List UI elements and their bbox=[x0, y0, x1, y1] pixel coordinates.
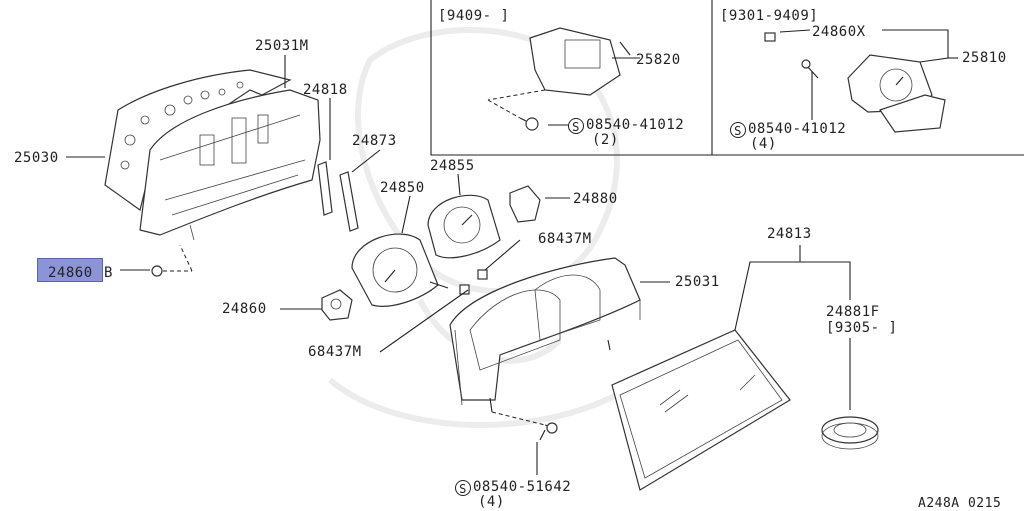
label-24860X[interactable]: 24860X bbox=[812, 24, 866, 40]
label-68437M-bottom[interactable]: 68437M bbox=[308, 344, 362, 360]
label-24881F-range: [9305- ] bbox=[826, 320, 898, 336]
screw-symbol: S bbox=[455, 480, 471, 496]
screw-08540-51642[interactable] bbox=[539, 422, 558, 441]
label-24860B[interactable]: 24860 bbox=[48, 265, 93, 281]
label-24881F[interactable]: 24881F bbox=[826, 304, 880, 320]
clock-25810[interactable] bbox=[764, 32, 946, 133]
label-25820[interactable]: 25820 bbox=[636, 52, 681, 68]
screw-far-number: 08540-41012 bbox=[748, 121, 847, 137]
label-24860B-group[interactable]: 24860 B bbox=[37, 258, 113, 282]
sensor-24860[interactable] bbox=[321, 289, 353, 321]
tachometer-24855[interactable] bbox=[427, 194, 501, 259]
label-24873[interactable]: 24873 bbox=[352, 133, 397, 149]
label-24860B-suffix: B bbox=[104, 265, 113, 281]
lens-68437M[interactable] bbox=[459, 269, 488, 295]
label-25031M[interactable]: 25031M bbox=[255, 38, 309, 54]
screw-right-number: 08540-41012 bbox=[586, 117, 685, 133]
label-25030[interactable]: 25030 bbox=[14, 150, 59, 166]
printed-circuit-25031M[interactable] bbox=[139, 89, 321, 241]
leader-lines bbox=[66, 29, 958, 475]
label-screw-far-qty: (4) bbox=[750, 136, 777, 152]
label-68437M-top[interactable]: 68437M bbox=[538, 231, 592, 247]
gauge-24880[interactable] bbox=[509, 185, 541, 223]
ring-24881F[interactable] bbox=[821, 416, 879, 450]
label-screw-right-qty: (2) bbox=[592, 132, 619, 148]
figure-code: A248A 0215 bbox=[918, 496, 1002, 511]
label-24855[interactable]: 24855 bbox=[430, 158, 475, 174]
screw-symbol: S bbox=[568, 118, 584, 134]
label-25810-range: [9301-9409] bbox=[720, 8, 819, 24]
label-25820-range: [9409- ] bbox=[438, 8, 510, 24]
cluster-lens-24813[interactable] bbox=[611, 329, 791, 491]
inset-frames bbox=[430, 0, 1024, 156]
label-24860[interactable]: 24860 bbox=[222, 301, 267, 317]
label-25810[interactable]: 25810 bbox=[962, 50, 1007, 66]
screw-symbol: S bbox=[730, 122, 746, 138]
label-25031[interactable]: 25031 bbox=[675, 274, 720, 290]
label-24813[interactable]: 24813 bbox=[767, 226, 812, 242]
highlight-box: 24860 bbox=[37, 258, 103, 282]
label-24880[interactable]: 24880 bbox=[573, 191, 618, 207]
module-25820[interactable] bbox=[487, 27, 631, 131]
label-24818[interactable]: 24818 bbox=[303, 82, 348, 98]
bracket-24873[interactable] bbox=[339, 171, 359, 232]
cluster-housing-25031[interactable] bbox=[449, 257, 641, 426]
screw-bottom-number: 08540-51642 bbox=[473, 479, 572, 495]
label-24850[interactable]: 24850 bbox=[380, 180, 425, 196]
speedometer-24850[interactable] bbox=[351, 233, 449, 307]
label-screw-bottom-qty: (4) bbox=[478, 494, 505, 510]
bracket-24818[interactable] bbox=[317, 161, 333, 216]
bulb-24860B[interactable] bbox=[120, 244, 193, 277]
